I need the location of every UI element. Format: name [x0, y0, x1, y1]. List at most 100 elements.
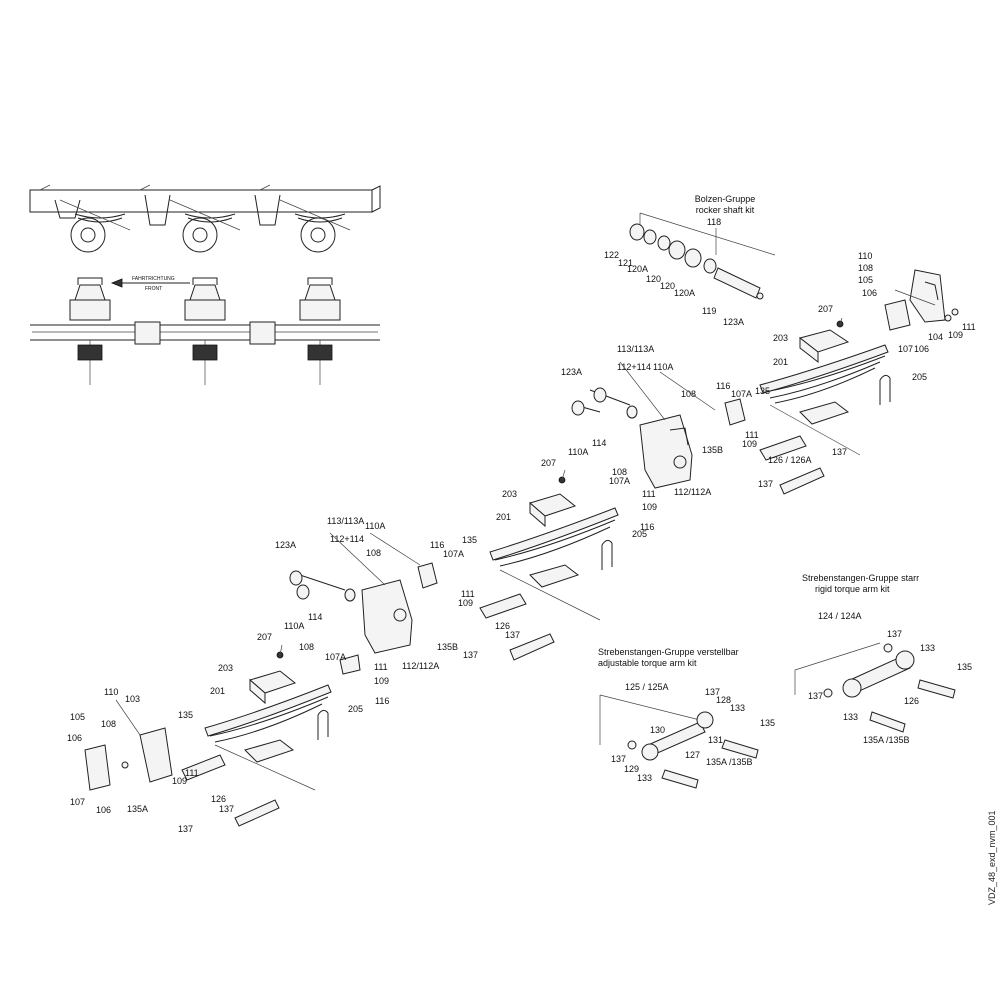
callout: 133 [730, 703, 745, 713]
callout: 126 / 126A [768, 455, 812, 465]
adjustable-torque-arm-kit-title-en: adjustable torque arm kit [598, 658, 697, 668]
callout: 112/112A [674, 487, 711, 497]
callout: 110A [365, 521, 385, 531]
rocker-shaft-kit-group [629, 212, 776, 300]
callout: 111 [374, 662, 388, 672]
callout: 123A [561, 367, 582, 377]
callout: 106 [96, 805, 111, 815]
callout: 123A [723, 317, 744, 327]
callout: 137 [887, 629, 902, 639]
callout: 111 [962, 322, 976, 332]
callout: 135A [127, 804, 148, 814]
callout: 137 [178, 824, 193, 834]
callout: 106 [67, 733, 82, 743]
callout: 201 [210, 686, 225, 696]
spring-assembly-lower-left [84, 651, 332, 827]
callout: 126 [495, 621, 510, 631]
callout: 116 [430, 540, 444, 550]
spring-assembly-upper-right [571, 320, 891, 495]
callout: 107A [609, 476, 630, 486]
callout: 110 [104, 687, 118, 697]
part-callouts: 122 121 120A 120 120 120A 119 123A 110 1… [67, 250, 976, 834]
callout: 205 [632, 529, 647, 539]
rocker-shaft-kit-number: 118 [707, 217, 721, 227]
callout: 133 [843, 712, 858, 722]
callout: 135B [437, 642, 458, 652]
callout: 116 [640, 522, 654, 532]
callout: 108 [681, 389, 696, 399]
callout: 133 [637, 773, 652, 783]
overview-top-view: FAHRTRICHTUNG FRONT [30, 276, 380, 385]
callout: 116 [375, 696, 389, 706]
callout: 106 [914, 344, 929, 354]
callout: 108 [858, 263, 873, 273]
callout: 108 [612, 467, 627, 477]
callout: 109 [458, 598, 473, 608]
callout: 131 [708, 735, 723, 745]
callout: 107A [325, 652, 346, 662]
direction-label-en: FRONT [145, 286, 162, 292]
callout: 107 [70, 797, 85, 807]
callout: 203 [502, 489, 517, 499]
callout: 135 [755, 386, 770, 396]
callout: 103 [125, 694, 140, 704]
callout: 201 [773, 357, 788, 367]
callout: 133 [920, 643, 935, 653]
callout: 135 [462, 535, 477, 545]
callout: 113/113A [617, 344, 654, 354]
adjustable-torque-arm-kit-group [599, 694, 759, 789]
callout: 108 [366, 548, 381, 558]
callout: 111 [185, 768, 199, 778]
rigid-torque-arm-kit-title-de: Strebenstangen-Gruppe starr [802, 573, 919, 583]
rigid-torque-arm-kit-title-en: rigid torque arm kit [815, 584, 890, 594]
callout: 112/112A [402, 661, 439, 671]
callout: 128 [716, 695, 731, 705]
direction-label-de: FAHRTRICHTUNG [132, 276, 175, 282]
callout: 114 [308, 612, 322, 622]
callout: 135 [957, 662, 972, 672]
callout: 135A /135B [863, 735, 910, 745]
callout: 207 [541, 458, 556, 468]
callout: 129 [624, 764, 639, 774]
callout: 135A /135B [706, 757, 753, 767]
callout: 203 [773, 333, 788, 343]
rigid-torque-arm-kit-group [794, 642, 956, 733]
leader-lines [115, 228, 843, 736]
callout: 110A [653, 362, 673, 372]
callout: 105 [70, 712, 85, 722]
callout: 116 [716, 381, 730, 391]
callout: 111 [745, 430, 759, 440]
callout: 201 [496, 512, 511, 522]
callout: 137 [808, 691, 823, 701]
callout: 110A [284, 621, 304, 631]
callout: 120A [674, 288, 695, 298]
callout: 137 [219, 804, 234, 814]
rigid-torque-arm-kit-number: 124 / 124A [818, 611, 862, 621]
overview-side-view [29, 184, 381, 253]
callout: 121 [618, 258, 633, 268]
callout: 122 [604, 250, 619, 260]
callout: 111 [461, 589, 475, 599]
callout: 108 [101, 719, 116, 729]
callout: 120 [646, 274, 661, 284]
callout: 113/113A [327, 516, 364, 526]
callout: 137 [832, 447, 847, 457]
document-id: VDZ_48_exd_nvm_001 [987, 810, 997, 905]
callout: 108 [299, 642, 314, 652]
callout: 120A [627, 264, 648, 274]
callout: 107A [443, 549, 464, 559]
callout: 127 [685, 750, 700, 760]
callout: 105 [858, 275, 873, 285]
callout: 120 [660, 281, 675, 291]
callout: 135 [178, 710, 193, 720]
callout: 106 [862, 288, 877, 298]
callout: 207 [818, 304, 833, 314]
callout: 207 [257, 632, 272, 642]
spring-assembly-middle [289, 476, 619, 675]
front-hanger-bracket-right [884, 269, 959, 331]
callout: 109 [948, 330, 963, 340]
callout: 111 [642, 489, 656, 499]
callout: 135 [760, 718, 775, 728]
callout: 205 [912, 372, 927, 382]
callout: 123A [275, 540, 296, 550]
